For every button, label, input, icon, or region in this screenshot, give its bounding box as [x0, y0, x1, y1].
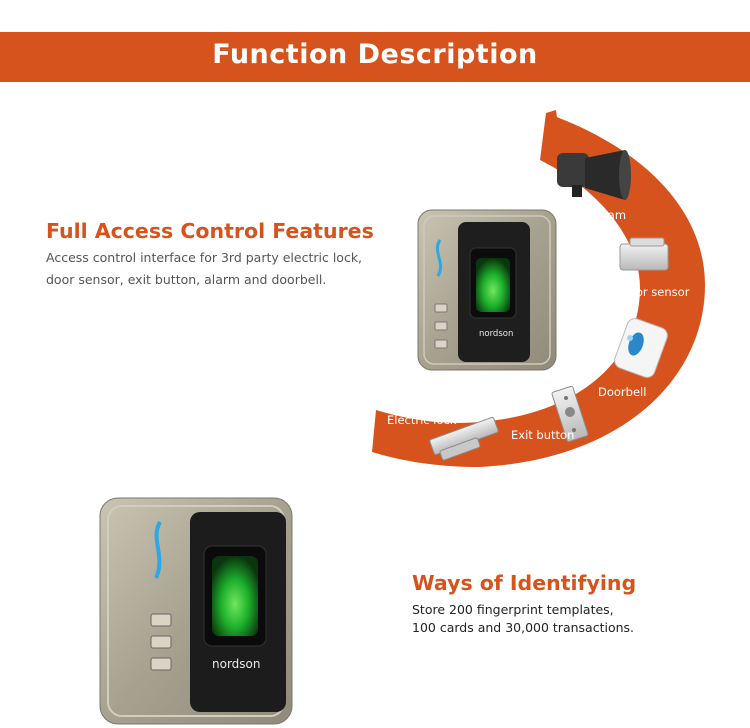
- identifying-line-1: Store 200 fingerprint templates,: [412, 602, 614, 617]
- doorbell-label: Doorbell: [598, 385, 646, 399]
- fingerprint-sensor-icon: [212, 556, 258, 636]
- electric-lock-label: Electric lock: [387, 413, 457, 427]
- reader-device-large: nordson: [99, 497, 293, 725]
- access-control-heading: Full Access Control Features: [46, 219, 374, 243]
- electric-lock-icon: [429, 416, 499, 461]
- access-control-line-1: Access control interface for 3rd party e…: [46, 250, 363, 265]
- identifying-heading: Ways of Identifying: [412, 571, 637, 595]
- led-strip-icon: [435, 239, 443, 277]
- brand-label-large: nordson: [212, 657, 261, 671]
- led-strip-icon: [154, 521, 162, 579]
- reader-device-small: nordson: [417, 209, 557, 371]
- alarm-horn-icon: [557, 150, 631, 200]
- brand-label-small: nordson: [479, 329, 513, 339]
- fingerprint-sensor-icon: [476, 258, 510, 312]
- exit-button-icon: [551, 385, 589, 443]
- alarm-label: Alram: [592, 208, 626, 222]
- header-banner: [0, 32, 750, 82]
- access-control-line-2: door sensor, exit button, alarm and door…: [46, 272, 327, 287]
- identifying-line-2: 100 cards and 30,000 transactions.: [412, 620, 635, 635]
- exit-button-label: Exit button: [511, 428, 574, 442]
- door-sensor-label: Door sensor: [620, 285, 690, 299]
- page-title: Function Description: [212, 39, 538, 70]
- doorbell-icon: [614, 318, 668, 378]
- door-sensor-icon: [619, 237, 669, 271]
